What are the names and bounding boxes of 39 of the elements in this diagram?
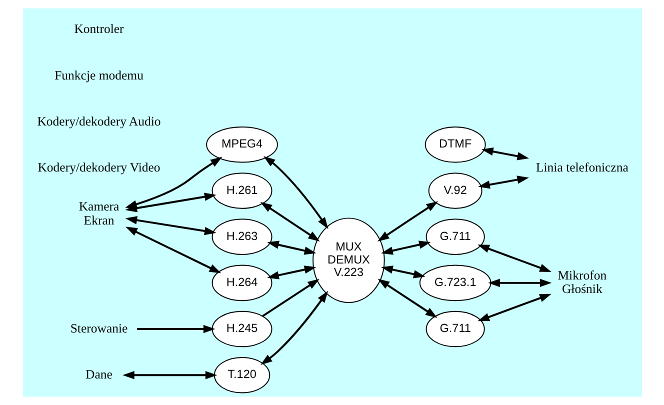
node-ellipse: V.92: [428, 172, 482, 209]
arrow: [260, 202, 320, 242]
node-text: Kamera Ekran: [78, 200, 119, 228]
arrow: [125, 226, 221, 274]
node-ellipse: G.723.1: [418, 264, 491, 302]
arrow: [262, 156, 328, 230]
arrow: [266, 266, 316, 280]
label: Kodery/dekodery Video: [37, 160, 160, 175]
arrow: [478, 176, 529, 189]
arrow: [136, 324, 215, 334]
arrow: [380, 240, 430, 255]
arrow: [380, 266, 425, 278]
node-ellipse: H.264: [211, 264, 272, 302]
arrow: [122, 371, 217, 380]
node-text: Sterowanie: [70, 321, 128, 336]
node-ellipse: G.711: [425, 218, 484, 255]
node-ellipse: DTMF: [424, 126, 486, 163]
arrow: [477, 294, 551, 322]
node-ellipse: G.711: [425, 310, 484, 348]
arrow: [260, 290, 328, 365]
arrow: [377, 278, 437, 318]
arrow: [262, 278, 319, 317]
node-ellipse: H.263: [211, 218, 272, 255]
arrow: [480, 148, 529, 160]
arrow: [266, 240, 316, 255]
label: Kodery/dekodery Audio: [36, 114, 160, 128]
label: Kontroler: [74, 22, 124, 36]
node-text: Dane: [85, 367, 112, 382]
node-text: Mikrofon Głośnik: [557, 268, 606, 296]
node-ellipse: MPEG4: [206, 126, 278, 163]
node-ellipse: H.245: [211, 310, 272, 348]
node-ellipse: H.261: [211, 172, 272, 209]
arrow: [124, 216, 216, 236]
label: Funkcje modemu: [54, 68, 143, 82]
node-ellipse: T.120: [213, 356, 270, 394]
arrow: [488, 278, 552, 288]
node-text: Linia telefoniczna: [535, 160, 628, 175]
arrow: [477, 244, 551, 272]
arrow: [376, 201, 438, 242]
